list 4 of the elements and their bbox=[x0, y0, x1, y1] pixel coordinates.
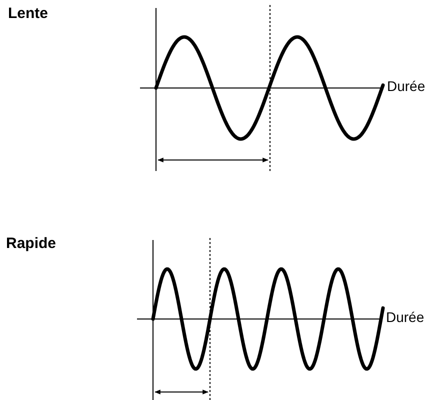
speed-label: Rapide bbox=[6, 236, 56, 251]
axis-label: Durée bbox=[386, 310, 424, 324]
axis-label: Durée bbox=[387, 79, 426, 93]
speed-label: Lente bbox=[8, 6, 48, 21]
